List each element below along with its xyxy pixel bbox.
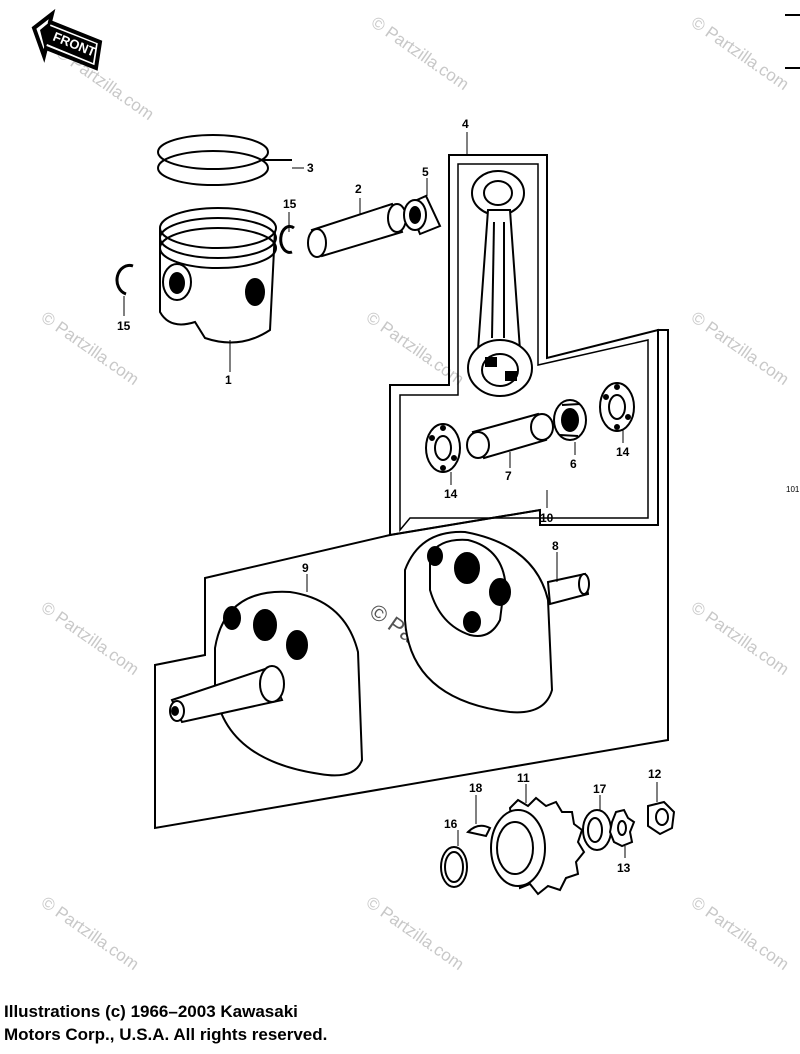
connecting-rod-drawing	[467, 170, 533, 397]
watermark: © Partzilla.com	[38, 893, 143, 974]
watermark: © Partzilla.com	[363, 893, 468, 974]
part-label: 11	[517, 771, 530, 785]
part-label: 8	[552, 539, 559, 553]
copyright-line-2: Motors Corp., U.S.A. All rights reserved…	[4, 1025, 328, 1044]
watermark: © Partzilla.com	[688, 308, 793, 389]
piston-drawing	[159, 207, 277, 344]
watermark: © Partzilla.com	[363, 308, 468, 389]
copyright-line-1: Illustrations (c) 1966–2003 Kawasaki	[4, 1002, 298, 1021]
part-label: 10	[540, 511, 554, 525]
part-label: 5	[422, 165, 429, 179]
part-label: 18	[469, 781, 483, 795]
woodruff-key-drawing	[466, 824, 492, 838]
washer-16-drawing	[440, 846, 468, 888]
washer-left-drawing	[425, 423, 461, 473]
part-label: 6	[570, 457, 577, 471]
crankshaft-right-drawing	[404, 530, 590, 714]
watermark: © Partzilla.com	[688, 598, 793, 679]
watermarks: © Partzilla.com © Partzilla.com © Partzi…	[38, 13, 793, 974]
watermark: © Partzilla.com	[368, 13, 473, 94]
watermark: © Partzilla.com	[688, 893, 793, 974]
page-code: 101	[786, 485, 800, 494]
part-label: 15	[117, 319, 131, 333]
part-label: 4	[462, 117, 469, 131]
piston-rings-drawing	[157, 134, 292, 186]
leader-lines	[123, 132, 658, 858]
circlip-left-drawing	[115, 263, 134, 296]
part-label: 12	[648, 767, 662, 781]
piston-pin-drawing	[307, 202, 407, 258]
part-label: 14	[616, 445, 630, 459]
washer-right-drawing	[599, 382, 635, 432]
circlip-right-drawing	[279, 224, 295, 254]
part-label: 16	[444, 817, 458, 831]
part-label: 17	[593, 782, 607, 796]
needle-bearing-small-drawing	[403, 194, 442, 236]
lock-washer-drawing	[608, 808, 636, 848]
part-label: 9	[302, 561, 309, 575]
crankshaft-outline	[154, 329, 669, 830]
part-label: 15	[283, 197, 297, 211]
part-label: 14	[444, 487, 458, 501]
watermark: © Partzilla.com	[688, 13, 793, 94]
part-label: 13	[617, 861, 631, 875]
crank-pin-drawing	[466, 412, 554, 460]
washer-17-drawing	[582, 809, 612, 851]
watermark: © Partzilla.com	[38, 598, 143, 679]
nut-drawing	[647, 800, 676, 836]
part-label: 2	[355, 182, 362, 196]
front-arrow-icon: FRONT	[31, 8, 103, 71]
copyright-notice: Illustrations (c) 1966–2003 Kawasaki Mot…	[4, 1000, 604, 1046]
part-label: 1	[225, 373, 232, 387]
part-label: 3	[307, 161, 314, 175]
needle-bearing-large-drawing	[553, 399, 587, 441]
gear-drawing	[490, 796, 586, 896]
part-label: 7	[505, 469, 512, 483]
crankshaft-left-drawing	[169, 590, 364, 777]
part-labels: 1 2 3 4 5 6 7 8 9 10 11 12 13 14 14 15 1…	[117, 117, 800, 875]
